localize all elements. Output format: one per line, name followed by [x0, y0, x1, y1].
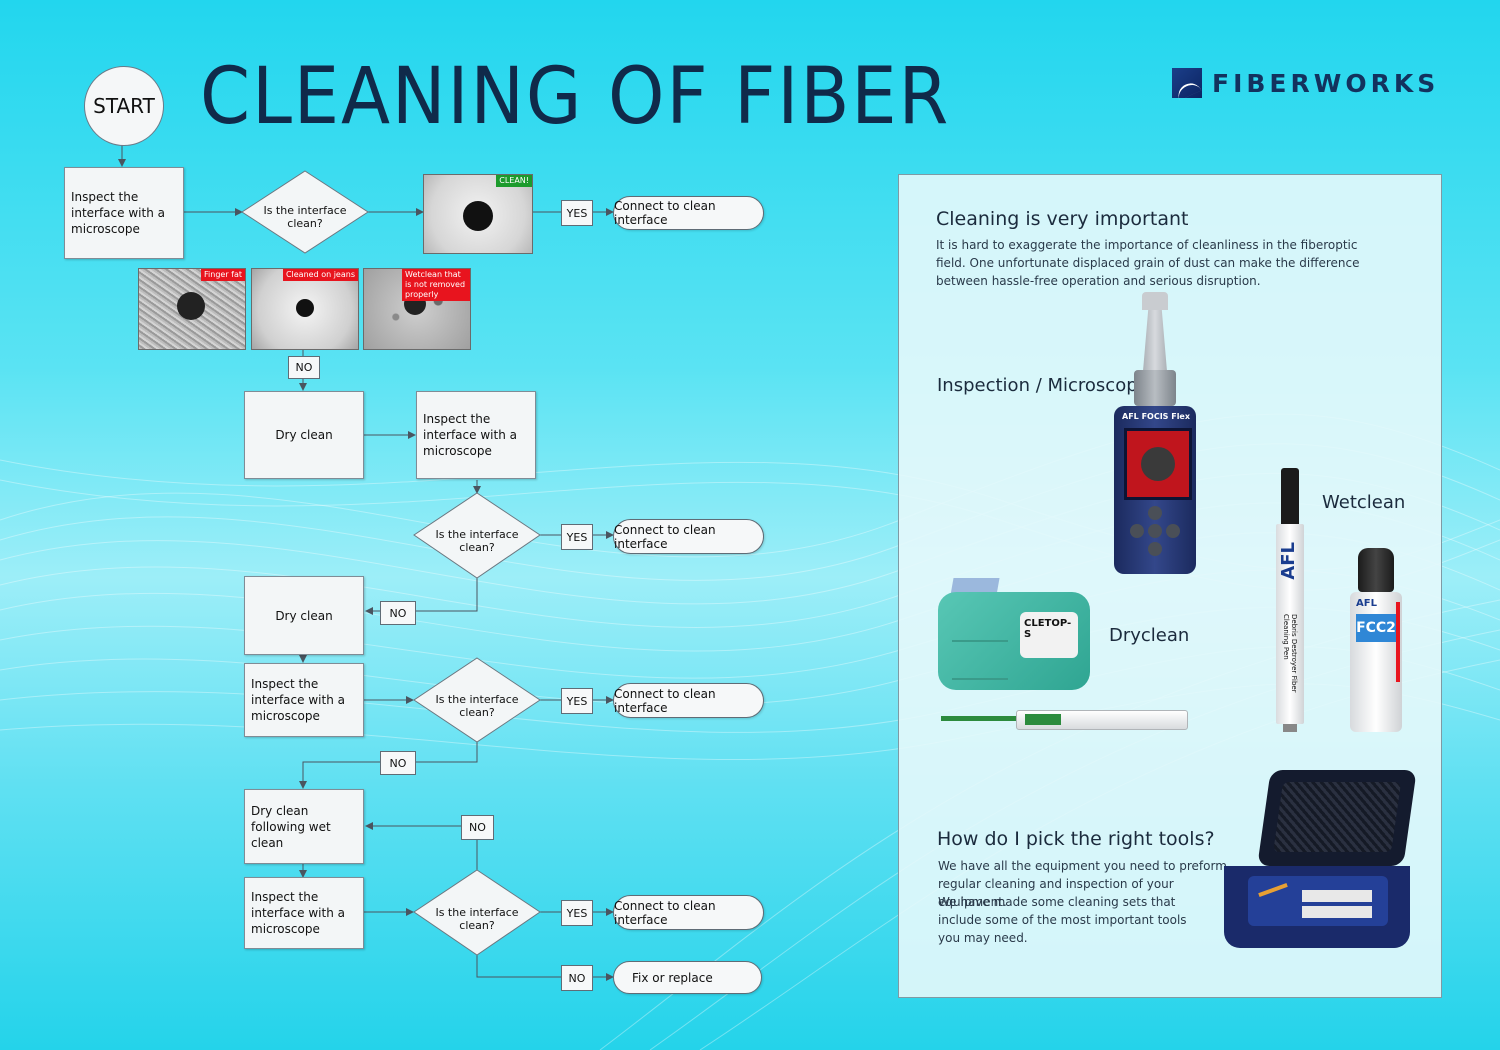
brand-name: FIBERWORKS: [1212, 68, 1440, 98]
fiberworks-logo-icon: [1172, 68, 1202, 98]
panel-text-tools-1: We have all the equipment you need to pr…: [938, 859, 1227, 909]
no-tag-2: NO: [380, 601, 416, 625]
finger-fat-tag: Finger fat: [201, 269, 245, 281]
micro-image-finger-fat: Finger fat: [138, 268, 246, 350]
microscope-model: FOCIS Flex: [1141, 412, 1191, 421]
brand-logo: FIBERWORKS: [1172, 68, 1439, 98]
microscope-illustration: AFL FOCIS Flex: [1112, 292, 1198, 574]
microscope-brand: AFL: [1122, 412, 1139, 421]
micro-image-wetclean: Wetclean that is not removed properly: [363, 268, 471, 350]
pen-brand: AFL: [1278, 542, 1299, 580]
decision-label-2: Is the interface clean?: [435, 528, 519, 554]
cletop-illustration: CLETOP-S: [938, 578, 1090, 690]
pen-text: Debris Destroyer Fiber Cleaning Pen: [1282, 614, 1298, 693]
tool-bag-illustration: [1224, 770, 1417, 948]
jeans-tag: Cleaned on jeans: [282, 269, 358, 281]
connect-node-2: Connect to clean interface: [613, 519, 764, 554]
start-label: START: [93, 94, 155, 118]
start-node: START: [84, 66, 164, 146]
yes-tag-4: YES: [561, 900, 593, 926]
yes-tag-3: YES: [561, 688, 593, 714]
connect-node-3: Connect to clean interface: [613, 683, 764, 718]
micro-image-jeans: Cleaned on jeans: [251, 268, 359, 350]
decision-diamond: [241, 170, 369, 254]
fiber-core: [296, 299, 314, 317]
yes-tag-2: YES: [561, 524, 593, 550]
dry-clean-wet-box: Dry clean following wet clean: [244, 789, 364, 864]
inspect-box-1: Inspect the interface with a microscope: [64, 167, 184, 259]
no-tag-3: NO: [380, 751, 416, 775]
connect-node-4: Connect to clean interface: [613, 895, 764, 930]
page-title: CLEANING OF FIBER: [200, 52, 951, 142]
click-cleaner-illustration: [941, 708, 1189, 730]
can-brand: AFL: [1356, 598, 1377, 609]
decision-diamond: [413, 657, 541, 743]
no-tag-5: NO: [561, 965, 593, 991]
inspection-label: Inspection / Microscope: [937, 375, 1149, 396]
dry-clean-box-1: Dry clean: [244, 391, 364, 479]
connect-node-1: Connect to clean interface: [613, 196, 764, 230]
no-tag-4: NO: [461, 815, 494, 840]
wetclean-tag: Wetclean that is not removed properly: [402, 269, 470, 301]
decision-label-3: Is the interface clean?: [435, 693, 519, 719]
panel-heading-importance: Cleaning is very important: [936, 208, 1189, 230]
dryclean-label: Dryclean: [1109, 625, 1190, 646]
panel-heading-tools: How do I pick the right tools?: [937, 828, 1215, 850]
clean-tag: CLEAN!: [496, 175, 532, 187]
panel-text-importance: It is hard to exaggerate the importance …: [936, 238, 1360, 288]
micro-image-clean: CLEAN!: [423, 174, 533, 254]
fix-replace-node: Fix or replace: [613, 961, 762, 994]
dry-clean-box-2: Dry clean: [244, 576, 364, 655]
decision-diamond: [413, 869, 541, 956]
decision-diamond: [413, 492, 541, 579]
inspect-box-4: Inspect the interface with a microscope: [244, 877, 364, 949]
cleaning-pen-illustration: AFL Debris Destroyer Fiber Cleaning Pen: [1276, 468, 1304, 732]
decision-label-4: Is the interface clean?: [435, 906, 519, 932]
no-tag-1: NO: [288, 356, 320, 379]
fiber-core: [463, 201, 493, 231]
inspect-box-3: Inspect the interface with a microscope: [244, 663, 364, 737]
inspect-box-2: Inspect the interface with a microscope: [416, 391, 536, 479]
flow-connectors: [118, 145, 614, 981]
cleaning-fluid-illustration: AFL FCC2: [1350, 548, 1402, 732]
inspect-text: Inspect the interface with a microscope: [71, 190, 165, 236]
yes-tag-1: YES: [561, 200, 593, 226]
cletop-label: CLETOP-S: [1024, 618, 1072, 640]
wetclean-label: Wetclean: [1322, 492, 1406, 513]
fiber-core: [177, 292, 205, 320]
panel-text-tools-2: We have made some cleaning sets that inc…: [938, 895, 1187, 945]
can-model: FCC2: [1356, 614, 1396, 642]
decision-label-1: Is the interface clean?: [263, 204, 347, 230]
